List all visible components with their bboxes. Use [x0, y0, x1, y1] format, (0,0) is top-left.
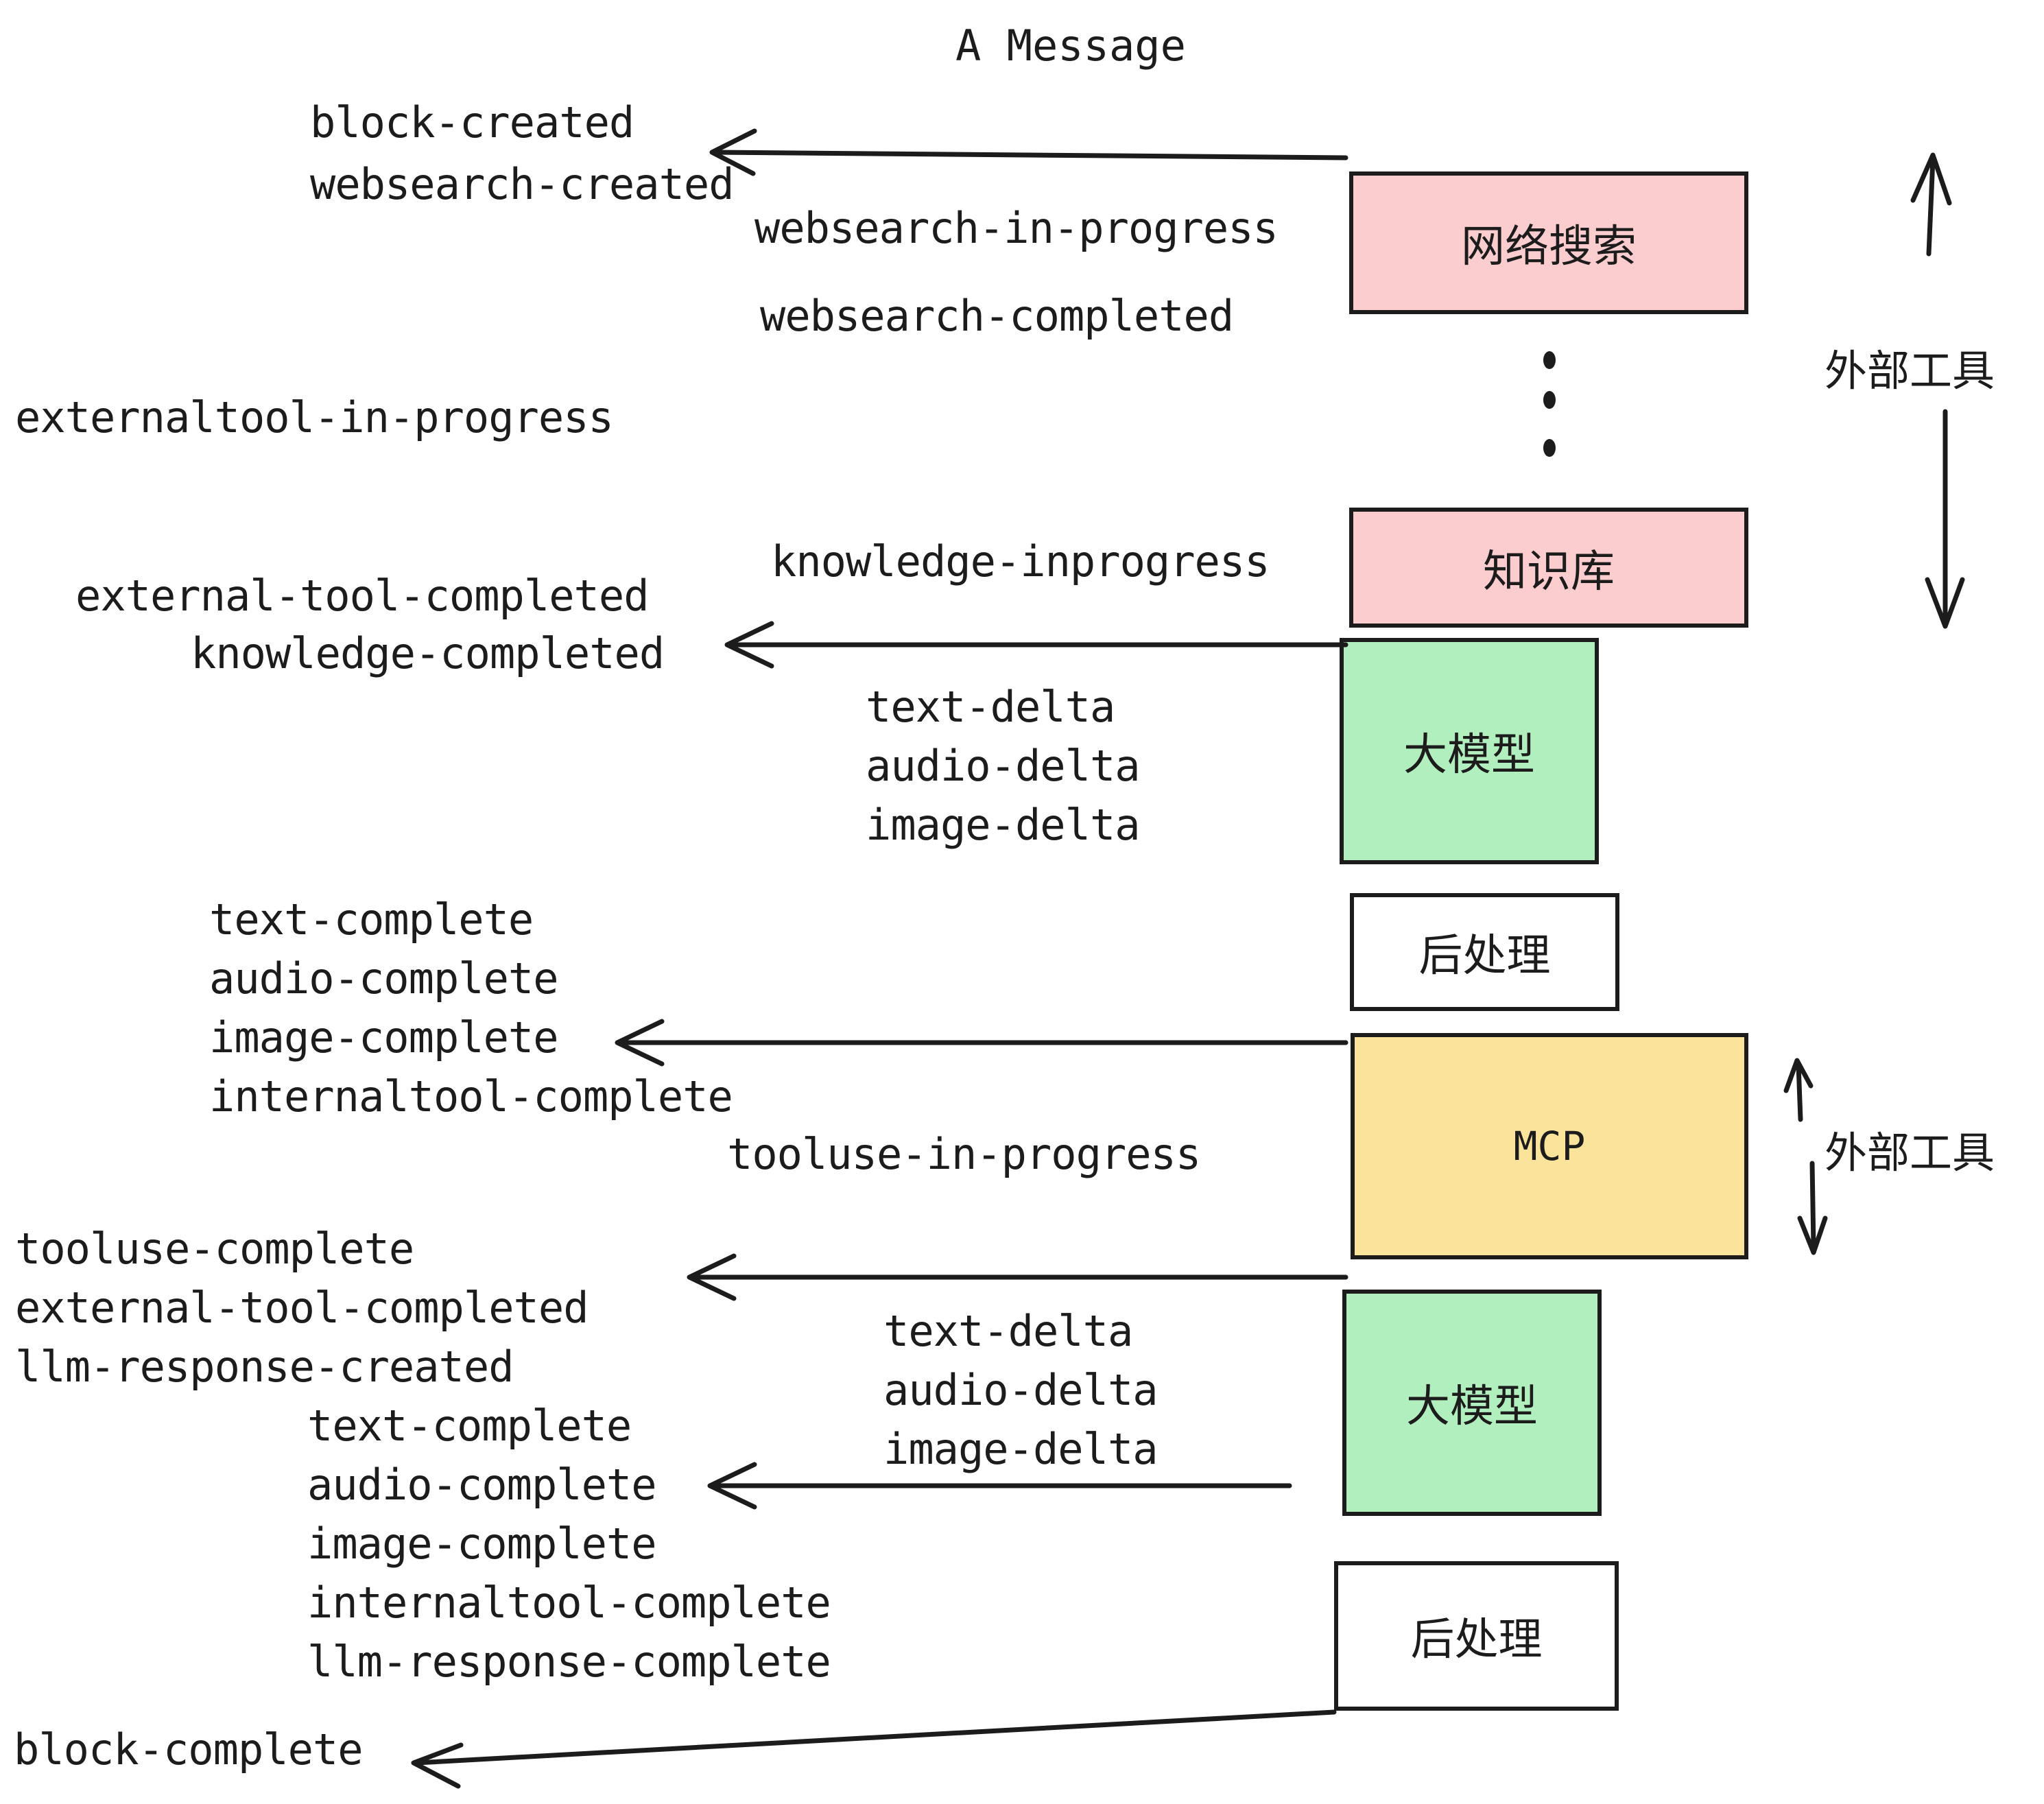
- page-title: A Message: [955, 21, 1186, 71]
- arrow-postprocess1-to-imagecomplete: [615, 1019, 1348, 1067]
- box-llm-1: 大模型: [1340, 638, 1599, 864]
- event-websearch-created: websearch-created: [310, 159, 735, 209]
- event-websearch-in-progress: websearch-in-progress: [754, 203, 1279, 253]
- event-image-complete-1: image-complete: [209, 1012, 559, 1063]
- arrow-knowledge-to-completed: [724, 621, 1348, 669]
- arrow-external-tool-bottom-down: [1797, 1161, 1828, 1255]
- box-mcp: MCP: [1351, 1033, 1748, 1259]
- arrow-external-tool-top-up: [1910, 152, 1952, 257]
- event-text-complete-1: text-complete: [209, 894, 534, 945]
- event-knowledge-inprogress: knowledge-inprogress: [771, 536, 1270, 586]
- event-image-delta-1: image-delta: [866, 800, 1141, 850]
- event-tooluse-in-progress: tooluse-in-progress: [727, 1129, 1201, 1179]
- arrow-mcp-to-tooluse-complete: [687, 1253, 1348, 1301]
- event-image-complete-2: image-complete: [307, 1519, 657, 1569]
- event-block-complete: block-complete: [14, 1724, 364, 1775]
- event-internaltool-complete-1: internaltool-complete: [209, 1071, 733, 1121]
- arrow-external-tool-bottom-up: [1783, 1058, 1814, 1122]
- box-knowledge: 知识库: [1349, 508, 1748, 628]
- box-llm-1-label: 大模型: [1403, 730, 1535, 781]
- box-mcp-label: MCP: [1513, 1123, 1586, 1170]
- box-postprocess-2-label: 后处理: [1410, 1615, 1543, 1665]
- event-external-tool-completed-1: external-tool-completed: [75, 571, 650, 621]
- ellipsis-dot: [1543, 439, 1556, 457]
- event-knowledge-completed: knowledge-completed: [191, 628, 665, 678]
- event-text-delta-2: text-delta: [883, 1306, 1133, 1356]
- event-websearch-completed: websearch-completed: [760, 291, 1234, 341]
- event-tooluse-complete: tooluse-complete: [15, 1224, 414, 1274]
- event-text-delta-1: text-delta: [866, 682, 1115, 732]
- event-text-complete-2: text-complete: [307, 1401, 632, 1451]
- box-llm-2-label: 大模型: [1406, 1381, 1538, 1432]
- event-block-created: block-created: [310, 97, 634, 147]
- arrow-postprocess2-to-blockcomplete: [411, 1709, 1337, 1789]
- ellipsis-dot: [1543, 391, 1556, 409]
- box-websearch-label: 网络搜索: [1461, 222, 1637, 272]
- event-external-tool-completed-2: external-tool-completed: [15, 1283, 589, 1333]
- box-websearch: 网络搜索: [1349, 171, 1748, 314]
- event-image-delta-2: image-delta: [883, 1424, 1158, 1474]
- event-audio-delta-2: audio-delta: [883, 1365, 1158, 1415]
- box-knowledge-label: 知识库: [1483, 546, 1615, 597]
- event-llm-response-complete: llm-response-complete: [307, 1637, 831, 1687]
- side-label-external-tool-bottom: 外部工具: [1825, 1128, 1995, 1178]
- side-label-external-tool-top: 外部工具: [1825, 346, 1995, 396]
- box-llm-2: 大模型: [1342, 1290, 1602, 1516]
- box-postprocess-1: 后处理: [1350, 893, 1619, 1011]
- box-postprocess-1-label: 后处理: [1418, 931, 1551, 982]
- arrow-websearch-to-created: [709, 128, 1348, 176]
- event-internaltool-complete-2: internaltool-complete: [307, 1578, 831, 1628]
- event-audio-complete-1: audio-complete: [209, 953, 559, 1004]
- event-llm-response-created: llm-response-created: [15, 1342, 514, 1392]
- event-audio-complete-2: audio-complete: [307, 1460, 657, 1510]
- event-audio-delta-1: audio-delta: [866, 741, 1141, 791]
- arrow-external-tool-top-down: [1925, 409, 1965, 629]
- ellipsis-dot: [1543, 351, 1556, 369]
- event-externaltool-in-progress: externaltool-in-progress: [15, 392, 614, 442]
- box-postprocess-2: 后处理: [1334, 1561, 1619, 1711]
